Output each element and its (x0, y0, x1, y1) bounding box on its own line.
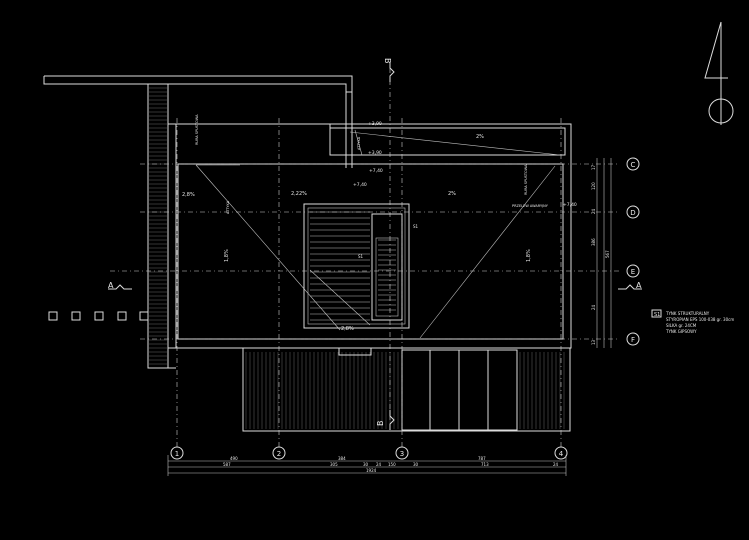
note-attic-left: ATTYKA (226, 200, 230, 214)
dim-r-5: 24 (591, 304, 596, 310)
slope-7: 2% (476, 134, 484, 140)
slope-6: 2,8% (182, 192, 195, 198)
dim-b2-7: 24 (553, 462, 559, 467)
slope-3: 1,8% (224, 249, 230, 262)
dim-r-0: 17 (591, 164, 596, 170)
stair-core (303, 203, 410, 329)
parapet-top (329, 124, 566, 156)
note-przelew: PRZELEW AWARYJNY (512, 204, 549, 208)
grid-row-f: F (631, 336, 635, 344)
dim-b2-6: 713 (481, 462, 489, 467)
grid-bubbles (170, 157, 640, 460)
dim-b2-2: 30 (363, 462, 369, 467)
dim-bottom-total: 1924 (366, 468, 377, 473)
column-markers (48, 311, 149, 321)
section-label-a-left: A (108, 281, 114, 290)
grid-row-e: E (631, 268, 635, 276)
dimension-lines-bottom (167, 455, 567, 476)
dim-r-4: 567 (605, 250, 610, 258)
dim-b2-5: 30 (413, 462, 419, 467)
dim-b2-1: 305 (330, 462, 338, 467)
note-rura-left: RURA SPUSTOWA (195, 114, 199, 145)
legend-line-3: SILKA gr. 24CM (666, 323, 697, 328)
dim-b2-3: 24 (376, 462, 382, 467)
legend-line-2: STYROPIAN EPS 100-038 gr. 30cm (666, 317, 734, 322)
legend-tag: S1 (654, 312, 660, 318)
section-label-a-right: A (636, 281, 642, 290)
dim-b2-0: 587 (223, 462, 231, 467)
dim-r-3: 386 (591, 238, 596, 246)
grid-row-c: C (631, 161, 636, 169)
grid-lines (110, 68, 620, 448)
dim-b1-1: 384 (338, 456, 346, 461)
dim-r-6: 13 (591, 339, 596, 345)
level-4: +7,40 (353, 182, 367, 188)
note-s1-b: S1 (358, 254, 364, 259)
section-label-b-bottom: B (376, 421, 385, 427)
level-2: +3,90 (368, 150, 382, 156)
grid-col-2: 2 (277, 450, 281, 458)
note-attic-right: ATTYKA (357, 136, 361, 150)
slope-2: 2% (448, 191, 456, 197)
roof-slab (177, 163, 564, 340)
dim-b1-2: 787 (478, 456, 486, 461)
note-rura-right: RURA SPUSTOWA (524, 164, 528, 195)
note-s1: S1 (413, 224, 419, 229)
legend-tag-box (651, 309, 662, 318)
left-wall-hatch (149, 87, 167, 365)
grid-col-3: 3 (400, 450, 404, 458)
section-marker-b-bottom (389, 410, 395, 430)
legend-line-1: TYNK STRUKTURALNY (665, 311, 710, 316)
slope-5: 2,8% (341, 326, 354, 332)
grid-col-1: 1 (175, 450, 179, 458)
dim-r-2: 24 (591, 208, 596, 214)
dim-b1-0: 490 (230, 456, 238, 461)
legend-line-4: TYNK GIPSOWY (665, 329, 697, 334)
section-marker-a-right (618, 284, 642, 290)
dim-b2-4: 150 (388, 462, 396, 467)
grid-col-4: 4 (559, 450, 564, 458)
dim-r-1: 120 (591, 182, 596, 190)
slope-1: 2,22% (291, 191, 307, 197)
level-3: +7,40 (369, 168, 383, 174)
section-marker-b-top (389, 62, 395, 82)
roof-slope-lines (195, 129, 561, 339)
section-label-b-top: B (383, 58, 392, 64)
level-1: +3,90 (368, 121, 382, 127)
level-5: +7,40 (563, 202, 577, 208)
ground-extension (242, 347, 571, 432)
slope-4: 1,8% (526, 249, 532, 262)
grid-row-d: D (630, 209, 635, 217)
dimension-lines-right (596, 158, 612, 348)
section-marker-a-left (108, 284, 132, 290)
north-arrow-icon (704, 21, 734, 125)
